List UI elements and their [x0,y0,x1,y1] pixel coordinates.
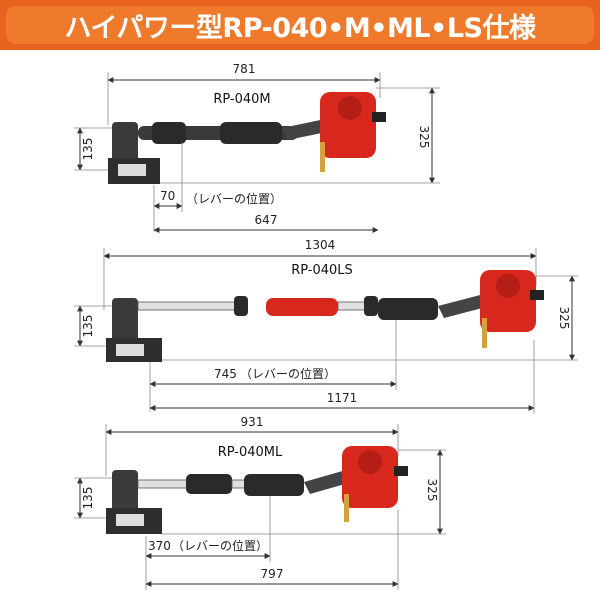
head-height-label: 135 [81,138,95,161]
engine [342,446,398,508]
planter-head [112,298,138,342]
overall-length-label: 931 [241,415,264,429]
lever-position-label: （レバーの位置） [186,191,282,206]
grip [186,474,232,494]
engine [320,92,376,158]
drive-shaft [337,301,369,311]
head-height-label: 135 [81,487,95,510]
diagram-rp-040ml: 931 RP-040ML 325 135 370 （レバーの位置） 797 [74,415,446,590]
title-banner: ハイパワー型RP-040•M•ML•LS仕様 [0,0,600,50]
engine-neck [438,294,490,318]
handle-length-label: 797 [261,567,284,581]
fuel-pipe [320,142,325,172]
model-label: RP-040LS [291,263,353,278]
engine [480,270,536,332]
handle-length-label: 1171 [327,391,358,405]
lever-offset-label: 70 [160,189,175,203]
engine-neck [304,470,352,494]
head-height-label: 135 [81,315,95,338]
shaft-joint [234,296,248,316]
red-grip [266,298,338,316]
title-banner-inner [6,6,594,44]
planter-head-window [116,514,144,526]
grip [152,122,186,144]
planter-head-window [116,344,144,356]
lever-position-label: （レバーの位置） [172,538,268,553]
drive-shaft [231,479,247,489]
engine-handle [372,112,386,122]
drive-shaft [137,301,239,311]
diagram-rp-040m: 781 RP-040M 325 135 70 （レバーの位置） [74,62,440,233]
planter-head-window [118,164,146,176]
overall-length-label: 1304 [305,238,336,252]
lever-offset-label: 370 [148,539,171,553]
handle-length-label: 647 [255,213,278,227]
height-label: 325 [417,126,431,149]
engine-cover [496,274,520,298]
page-title: ハイパワー型RP-040•M•ML•LS仕様 [64,12,536,44]
fuel-pipe [344,494,349,522]
lever-position-label: （レバーの位置） [240,366,336,381]
fuel-pipe [482,318,487,348]
engine-handle [394,466,408,476]
grip [244,474,304,496]
engine-cover [338,96,362,120]
drive-shaft [137,479,189,489]
engine-handle [530,290,544,300]
shaft-joint [364,296,378,316]
planter-head [112,470,138,514]
overall-length-label: 781 [233,62,256,76]
planter-head [112,122,138,162]
lever-offset-label: 745 [214,367,237,381]
height-label: 325 [425,479,439,502]
height-label: 325 [557,307,571,330]
model-label: RP-040ML [218,445,283,460]
engine-cover [358,450,382,474]
model-label: RP-040M [213,92,270,107]
grip [220,122,282,144]
diagram-rp-040ls: 1304 RP-040LS 325 135 745 （レバーの位置） 1171 [74,238,578,414]
grip [378,298,438,320]
